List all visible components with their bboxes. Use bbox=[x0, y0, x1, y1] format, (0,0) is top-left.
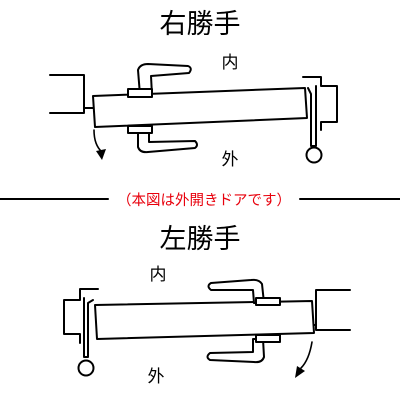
left-hand-outside-label: 外 bbox=[148, 367, 165, 387]
right-hand-left-wall bbox=[49, 74, 102, 114]
left-hand-hinge-arm bbox=[83, 297, 94, 358]
left-hand-hinge-knob bbox=[77, 359, 95, 377]
divider: （本図は外開きドアです） bbox=[0, 192, 400, 209]
outward-door-note: （本図は外開きドアです） bbox=[117, 192, 291, 209]
right-hand-outside-escutcheon bbox=[127, 125, 153, 134]
right-hand-swing-arrow bbox=[93, 129, 103, 153]
left-hand-outside-lever bbox=[206, 338, 265, 364]
left-hand-swing-arrowhead bbox=[295, 366, 305, 378]
right-hand-door-leaf bbox=[92, 87, 308, 128]
right-hand-diagram: 右勝手 内 外 bbox=[49, 9, 338, 170]
right-hand-hinge-knob bbox=[305, 146, 323, 164]
right-hand-swing-arrowhead bbox=[96, 149, 106, 160]
right-hand-inside-lever bbox=[137, 63, 192, 96]
left-hand-title: 左勝手 bbox=[160, 224, 241, 255]
left-hand-inside-escutcheon bbox=[255, 297, 281, 306]
left-hand-outside-escutcheon bbox=[255, 334, 281, 343]
right-hand-right-wall bbox=[302, 76, 338, 131]
left-hand-door-leaf bbox=[94, 300, 315, 340]
left-hand-diagram: 左勝手 内 外 bbox=[63, 224, 351, 387]
right-hand-title: 右勝手 bbox=[160, 9, 241, 40]
right-hand-inside-label: 内 bbox=[222, 53, 239, 73]
right-hand-hinge-arm bbox=[307, 85, 317, 147]
left-hand-inside-label: 内 bbox=[150, 265, 167, 285]
right-hand-outside-label: 外 bbox=[222, 150, 239, 170]
right-hand-outside-lever bbox=[137, 131, 198, 154]
right-hand-inside-escutcheon bbox=[127, 88, 153, 98]
left-hand-left-wall bbox=[63, 288, 99, 344]
left-hand-swing-arrow bbox=[300, 341, 313, 369]
left-hand-inside-lever bbox=[207, 278, 265, 304]
